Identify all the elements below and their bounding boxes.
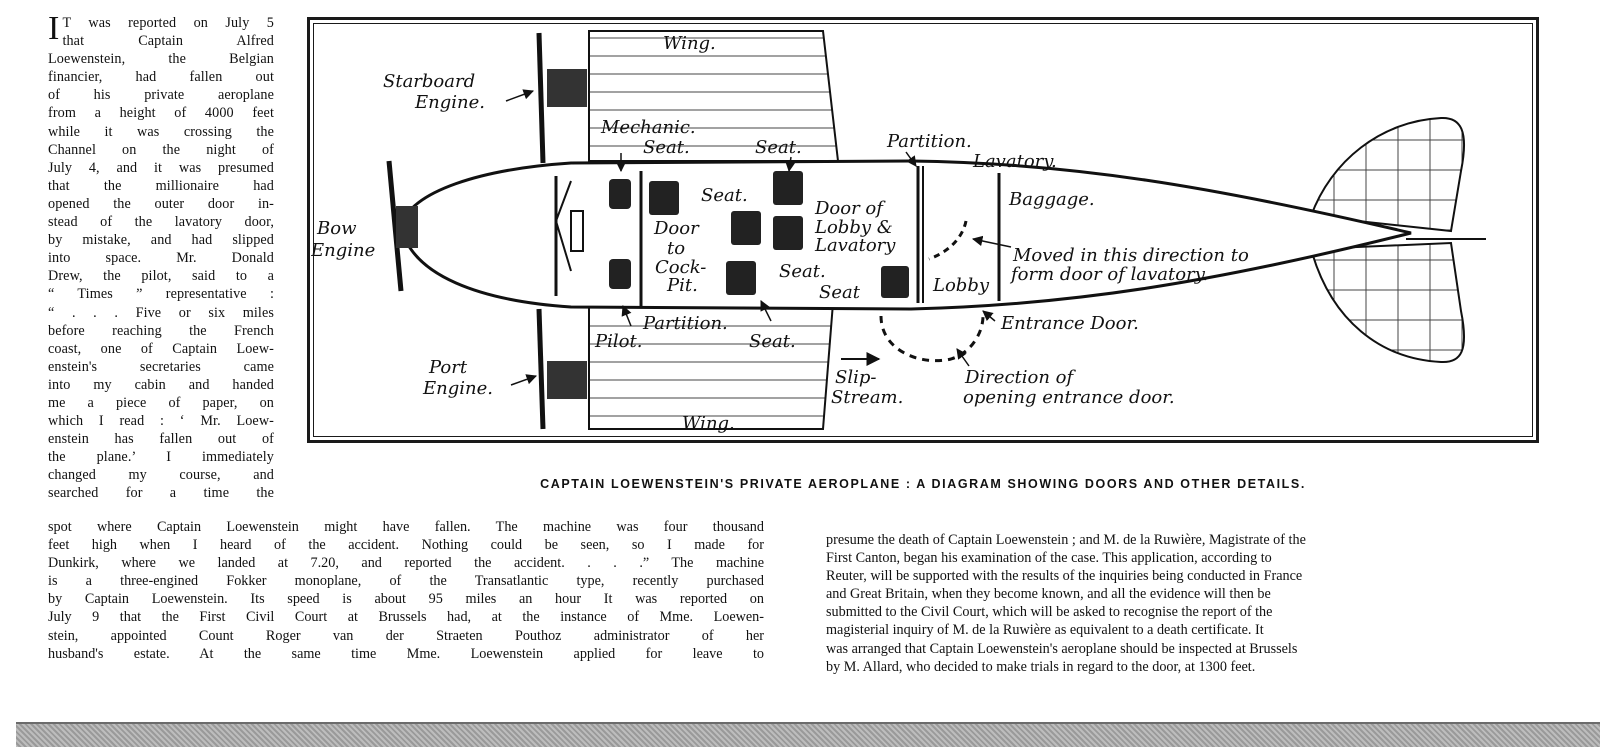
label-starboard-engine: Starboard: [383, 71, 475, 92]
intro-line: the plane.’ I immediately: [48, 449, 274, 466]
text-line: magisterial inquiry of M. de la Ruwière …: [826, 622, 1264, 639]
label-door-cockpit-2: to: [667, 238, 685, 259]
label-seat-top: Seat.: [755, 137, 802, 158]
aeroplane-diagram: Wing. Wing. Starboard Engine. Bow Engine…: [311, 30, 1486, 434]
label-wing-bottom: Wing.: [682, 413, 735, 434]
text-line: spot where Captain Loewenstein might hav…: [48, 519, 764, 535]
intro-line: Loewenstein, the Belgian: [48, 51, 274, 68]
drop-cap: I: [48, 10, 60, 47]
label-starboard-engine-2: Engine.: [414, 92, 485, 113]
intro-line: from a height of 4000 feet: [48, 105, 274, 122]
text-line: by Captain Loewenstein. Its speed is abo…: [48, 591, 764, 608]
door-arcs: [879, 220, 985, 363]
port-engine: [536, 308, 587, 430]
intro-line: that Captain Alfred: [62, 33, 274, 50]
intro-line: changed my course, and: [48, 467, 274, 484]
article-intro: I T was reported on July 5 that Captain …: [48, 10, 274, 503]
text-line: presume the death of Captain Loewenstein…: [826, 532, 1306, 548]
starboard-engine: [536, 32, 587, 164]
page-bottom-band: [16, 722, 1600, 747]
intro-line: financier, had fallen out: [48, 69, 274, 86]
intro-line: “ . . . Five or six miles: [48, 304, 274, 321]
label-partition-top: Partition.: [886, 131, 972, 152]
intro-line: coast, one of Captain Loew-: [48, 340, 274, 357]
intro-line: enstein's secretaries came: [48, 358, 274, 375]
label-seat-lower: Seat.: [779, 261, 826, 282]
intro-line: while it was crossing the: [48, 123, 274, 140]
intro-line: which I read : ‘ Mr. Loew-: [48, 413, 274, 430]
label-port-engine-2: Engine.: [422, 378, 493, 399]
article-column-left: spot where Captain Loewenstein might hav…: [48, 518, 764, 663]
label-slipstream-2: Stream.: [831, 387, 903, 408]
article-column-right: presume the death of Captain Loewenstein…: [826, 531, 1542, 676]
label-mechanic-seat: Seat.: [643, 137, 690, 158]
label-direction: Direction of: [964, 367, 1077, 388]
intro-line: searched for a time the: [48, 485, 274, 502]
label-port-engine: Port: [428, 357, 468, 378]
figure-frame: [307, 17, 1539, 443]
label-bow-engine-2: Engine: [311, 240, 375, 261]
text-line: stein, appointed Count Roger van der Str…: [48, 627, 764, 644]
label-entrance-door: Entrance Door.: [1000, 313, 1139, 334]
label-seat-bottom: Seat.: [749, 331, 796, 352]
label-pilot: Pilot.: [594, 331, 642, 352]
intro-line: Drew, the pilot, said to a: [48, 268, 274, 285]
intro-line: stead of the lavatory door,: [48, 214, 274, 231]
label-direction-2: opening entrance door.: [963, 387, 1175, 408]
label-door-cockpit-4: Pit.: [666, 275, 698, 296]
label-baggage: Baggage.: [1008, 189, 1095, 210]
label-seat-mid: Seat.: [701, 185, 748, 206]
label-moved: Moved in this direction to: [1012, 245, 1249, 266]
label-bow-engine: Bow: [316, 218, 357, 239]
text-line: Reuter, will be supported with the resul…: [826, 568, 1303, 585]
bow-engine: [386, 160, 418, 292]
intro-line: me a piece of paper, on: [48, 394, 274, 411]
label-door-lobby-3: Lavatory: [814, 235, 896, 256]
intro-line: by mistake, and had slipped: [48, 232, 274, 249]
intro-line: opened the outer door in-: [48, 195, 274, 212]
text-line: was arranged that Captain Loewenstein's …: [826, 640, 1298, 657]
text-line: July 9 that the First Civil Court at Bru…: [48, 609, 764, 626]
seat-icons: [649, 171, 909, 298]
label-partition-bottom: Partition.: [642, 313, 728, 334]
figure-caption: CAPTAIN LOEWENSTEIN'S PRIVATE AEROPLANE …: [540, 477, 1306, 491]
intro-line: that the millionaire had: [48, 177, 274, 194]
label-lavatory: Lavatory.: [972, 151, 1057, 172]
label-lobby: Lobby: [932, 275, 990, 296]
text-line: Dunkirk, where we landed at 7.20, and re…: [48, 555, 764, 572]
intro-line: “ Times ” representative :: [48, 286, 274, 303]
text-line: by M. Allard, who decided to make trials…: [826, 658, 1256, 675]
intro-line: Channel on the night of: [48, 141, 274, 158]
label-door-cockpit: Door: [653, 218, 700, 239]
intro-line: into my cabin and handed: [48, 376, 274, 393]
tailplane: [1309, 116, 1486, 364]
label-mechanic: Mechanic.: [600, 117, 696, 138]
text-line: is a three-engined Fokker monoplane, of …: [48, 573, 764, 590]
intro-line: of his private aeroplane: [48, 87, 274, 104]
label-moved-2: form door of lavatory.: [1009, 264, 1208, 285]
cockpit-detail: [554, 179, 631, 289]
label-wing-top: Wing.: [663, 33, 716, 54]
text-line: husband's estate. At the same time Mme. …: [48, 645, 764, 662]
text-line: and Great Britain, when they become know…: [826, 586, 1271, 603]
intro-line: before reaching the French: [48, 322, 274, 339]
intro-line: enstein has fallen out of: [48, 431, 274, 448]
label-slipstream: Slip-: [835, 367, 876, 388]
label-door-lobby-2: Lobby &: [814, 217, 893, 238]
label-door-cockpit-3: Cock-: [655, 257, 706, 278]
label-arrows: [505, 89, 1012, 386]
text-line: feet high when I heard of the accident. …: [48, 537, 764, 554]
intro-line: July 4, and it was presumed: [48, 159, 274, 176]
label-seat-lobby: Seat: [819, 282, 861, 303]
text-line: First Canton, began his examination of t…: [826, 550, 1272, 567]
intro-line: T was reported on July 5: [62, 15, 274, 31]
text-line: submitted to the Civil Court, which will…: [826, 604, 1273, 621]
label-door-lobby: Door of: [814, 198, 886, 219]
intro-line: into space. Mr. Donald: [48, 250, 274, 267]
